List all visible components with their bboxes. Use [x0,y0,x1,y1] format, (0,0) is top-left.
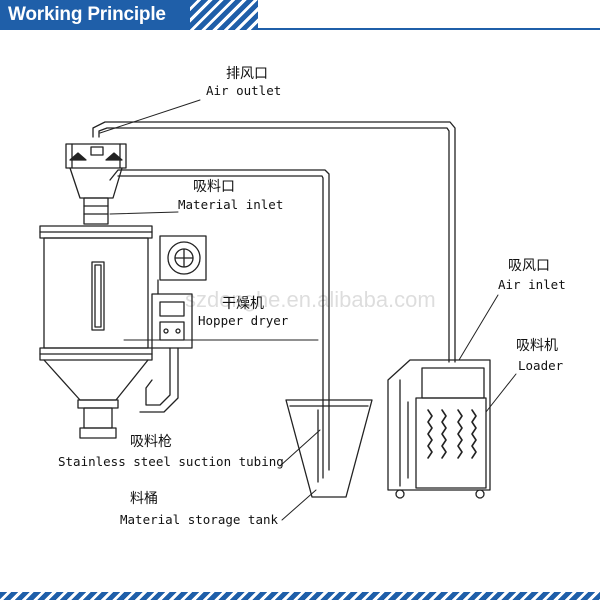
header-divider [258,0,600,30]
label-suction-tubing: 吸料枪 Stainless steel suction tubing [58,433,284,469]
label-air-inlet: 吸风口 Air inlet [498,258,566,292]
svg-text:Material inlet: Material inlet [178,197,283,212]
material-pipe [109,169,330,479]
svg-text:Loader: Loader [518,358,564,373]
label-material-inlet: 吸料口 Material inlet [178,179,283,212]
svg-text:吸料机: 吸料机 [516,338,558,354]
label-storage-tank: 料桶 Material storage tank [120,491,279,527]
label-air-outlet: 排风口 Air outlet [206,66,281,98]
svg-text:干燥机: 干燥机 [222,296,264,312]
svg-text:排风口: 排风口 [226,66,268,82]
label-hopper-dryer: 干燥机 Hopper dryer [198,296,289,328]
storage-tank [285,399,373,498]
leader-lines [99,99,517,521]
svg-text:Air inlet: Air inlet [498,277,566,292]
air-outlet-pipe [92,121,456,363]
watermark-text: szdonghe.en.alibaba.com [185,287,436,312]
svg-text:Stainless steel suction tubing: Stainless steel suction tubing [58,454,284,469]
svg-text:Air outlet: Air outlet [206,83,281,98]
hopper-dryer-unit [39,143,207,439]
svg-text:Hopper dryer: Hopper dryer [198,313,289,328]
loader-unit [387,359,491,499]
label-loader: 吸料机 Loader [516,338,564,373]
svg-text:吸风口: 吸风口 [508,258,550,274]
svg-text:吸料枪: 吸料枪 [130,433,172,450]
svg-text:吸料口: 吸料口 [193,179,235,195]
page-title: Working Principle [8,4,166,25]
svg-text:料桶: 料桶 [130,491,158,507]
svg-text:Material storage tank: Material storage tank [120,512,279,527]
header-bar: Working Principle [0,0,600,30]
footer-stripes [0,592,600,600]
